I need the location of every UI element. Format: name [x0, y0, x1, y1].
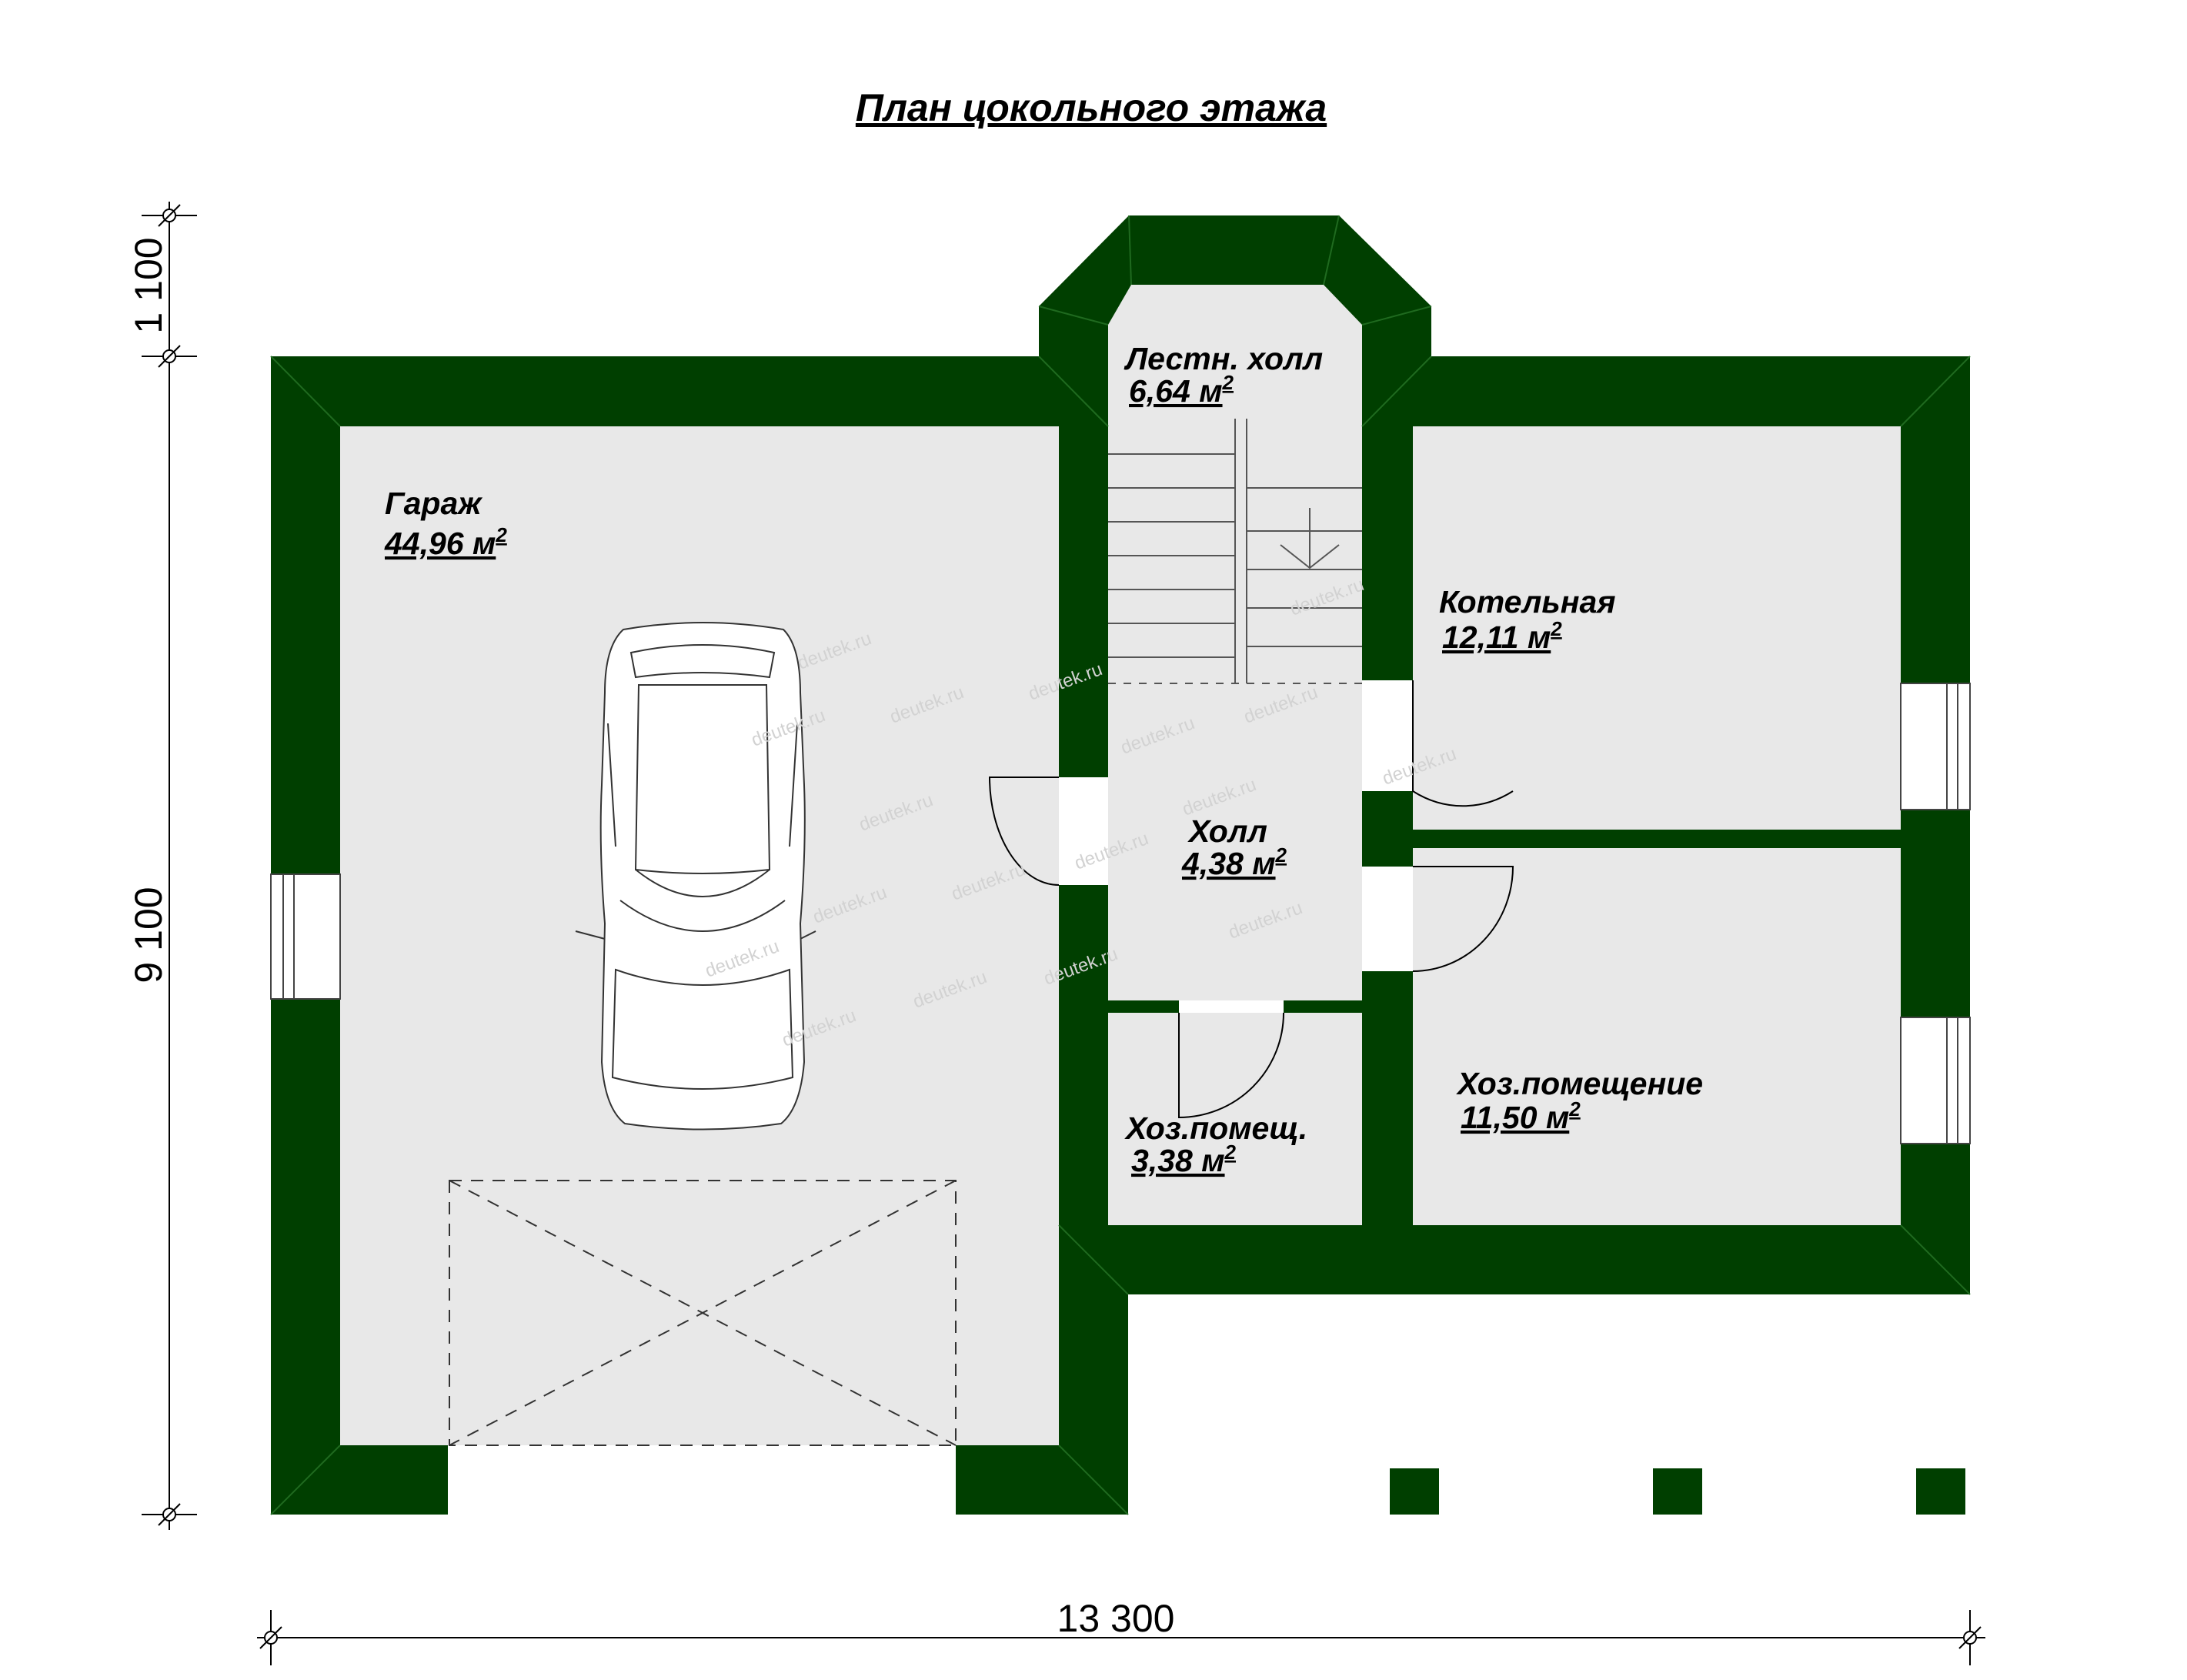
wall-corner-lines [270, 215, 1971, 1515]
stair-hall-area: 6,64 м2 [1129, 371, 1234, 409]
hall-name: Холл [1187, 813, 1267, 849]
utility-floor [1413, 848, 1901, 1225]
wall-partition-right [1413, 830, 1901, 848]
dimension-lines [142, 202, 1985, 1665]
dimension-top-height: 1 100 [127, 237, 170, 333]
wall-inner-right-lower [1362, 971, 1413, 1225]
wall-left [271, 356, 340, 874]
column-2 [1653, 1468, 1702, 1515]
wall-garage-right-upper [1059, 426, 1108, 777]
wall-garage-right-lower [1059, 885, 1108, 1225]
stair-hall-name: Лестн. холл [1124, 341, 1323, 376]
window-boiler-right [1900, 683, 1971, 810]
boiler-name: Котельная [1439, 584, 1615, 620]
door-utility-small-opening [1179, 1000, 1284, 1013]
wall-stair-bay [1039, 215, 1431, 426]
door-openings [1059, 680, 1413, 1013]
door-swings [988, 680, 1514, 1119]
wall-inner-right-upper [1362, 426, 1413, 680]
window-garage-left [270, 873, 341, 1000]
floor-areas [340, 285, 1901, 1445]
dimension-total-height: 9 100 [127, 887, 170, 983]
dimension-total-width: 13 300 [1057, 1597, 1175, 1640]
wall-right-upper [1901, 356, 1970, 683]
door-swing-utility [1412, 866, 1514, 972]
garage-door-outline [449, 1180, 957, 1446]
room-labels: Гараж 44,96 м2 Лестн. холл 6,64 м2 Котел… [384, 341, 1703, 1178]
car-icon [575, 622, 816, 1131]
wall-inner-right-middle [1362, 791, 1413, 867]
wall-left-lower [271, 999, 340, 1515]
door-boiler-opening [1362, 680, 1413, 791]
wall-partition-hall-right [1284, 1000, 1362, 1013]
garage-area: 44,96 м2 [384, 523, 507, 561]
column-1 [1390, 1468, 1439, 1515]
plan-title: План цокольного этажа [856, 86, 1327, 129]
utility-small-area: 3,38 м2 [1131, 1141, 1237, 1178]
hall-area: 4,38 м2 [1181, 843, 1287, 881]
door-utility-opening [1362, 867, 1413, 971]
boiler-area: 12,11 м2 [1442, 617, 1562, 655]
door-garage-opening [1059, 777, 1108, 885]
wall-top-garage [271, 356, 1108, 426]
wall-bottom-garage-left [271, 1445, 448, 1515]
walls [271, 215, 1970, 1515]
utility-small-name: Хоз.помещ. [1124, 1111, 1307, 1146]
wall-bottom-right [1059, 1225, 1970, 1294]
utility-small-floor [1108, 1013, 1362, 1225]
wall-right-middle [1901, 810, 1970, 1017]
wall-bottom-garage-right [956, 1445, 1128, 1515]
column-3 [1916, 1468, 1965, 1515]
door-swing-boiler [1412, 680, 1514, 807]
wall-partition-hall-left [1108, 1000, 1179, 1013]
staircase [1108, 419, 1362, 684]
wall-top-right [1362, 356, 1970, 426]
windows [270, 683, 1971, 1144]
garage-name: Гараж [385, 486, 482, 521]
door-swing-garage [988, 777, 1060, 886]
utility-name: Хоз.помещение [1456, 1066, 1703, 1101]
door-swing-utility-small [1178, 1012, 1284, 1119]
boiler-floor [1413, 426, 1901, 830]
utility-area: 11,50 м2 [1461, 1097, 1581, 1135]
window-utility-right [1900, 1017, 1971, 1144]
stair-bay-floor [1108, 285, 1362, 426]
